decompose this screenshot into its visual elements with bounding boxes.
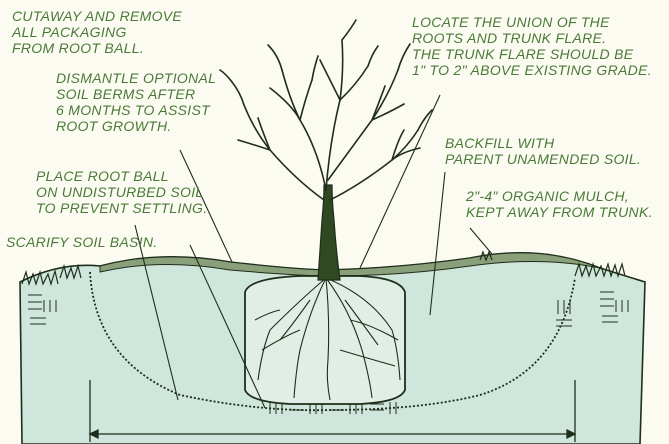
note-union: LOCATE THE UNION OF THE ROOTS AND TRUNK … xyxy=(412,14,652,78)
note-line: LOCATE THE UNION OF THE xyxy=(412,14,652,30)
note-line: 6 MONTHS TO ASSIST xyxy=(56,102,216,118)
note-line: 2"-4" ORGANIC MULCH, xyxy=(466,188,653,204)
note-line: ROOT GROWTH. xyxy=(56,118,216,134)
note-backfill: BACKFILL WITH PARENT UNAMENDED SOIL. xyxy=(445,135,641,167)
root-ball xyxy=(245,276,405,404)
note-scarify: SCARIFY SOIL BASIN. xyxy=(6,234,157,250)
note-line: SOIL BERMS AFTER xyxy=(56,86,216,102)
note-line: ROOTS AND TRUNK FLARE. xyxy=(412,30,652,46)
note-berms: DISMANTLE OPTIONAL SOIL BERMS AFTER 6 MO… xyxy=(56,70,216,134)
note-line: TO PREVENT SETTLING. xyxy=(36,200,207,216)
note-line: PARENT UNAMENDED SOIL. xyxy=(445,151,641,167)
note-mulch: 2"-4" ORGANIC MULCH, KEPT AWAY FROM TRUN… xyxy=(466,188,653,220)
note-line: PLACE ROOT BALL xyxy=(36,168,207,184)
tree-branches xyxy=(220,20,432,200)
note-line: CUTAWAY AND REMOVE xyxy=(12,8,182,24)
note-line: ON UNDISTURBED SOIL xyxy=(36,184,207,200)
note-line: BACKFILL WITH xyxy=(445,135,641,151)
note-line: ALL PACKAGING xyxy=(12,24,182,40)
note-root-ball: PLACE ROOT BALL ON UNDISTURBED SOIL TO P… xyxy=(36,168,207,216)
note-line: THE TRUNK FLARE SHOULD BE xyxy=(412,46,652,62)
note-cutaway: CUTAWAY AND REMOVE ALL PACKAGING FROM RO… xyxy=(12,8,182,56)
tree-trunk xyxy=(318,185,340,280)
note-line: SCARIFY SOIL BASIN. xyxy=(6,234,157,250)
note-line: DISMANTLE OPTIONAL xyxy=(56,70,216,86)
note-line: KEPT AWAY FROM TRUNK. xyxy=(466,204,653,220)
note-line: 1" TO 2" ABOVE EXISTING GRADE. xyxy=(412,62,652,78)
note-line: FROM ROOT BALL. xyxy=(12,40,182,56)
